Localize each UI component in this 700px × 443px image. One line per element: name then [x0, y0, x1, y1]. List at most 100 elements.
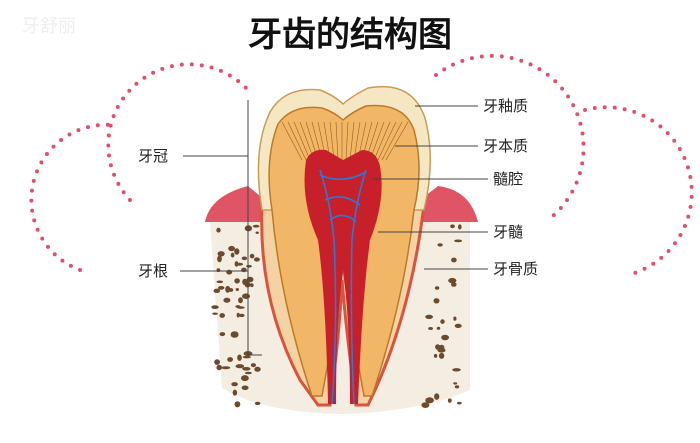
label-pulp: 牙髓: [493, 223, 523, 241]
bone-speckle: [441, 334, 449, 341]
bone-speckle: [217, 255, 222, 263]
bone-speckle: [244, 371, 252, 375]
bone-speckle: [433, 353, 438, 358]
dotted-rings-decoration: [29, 53, 694, 277]
bone-speckle: [242, 355, 251, 359]
bone-speckle: [237, 354, 242, 361]
bone-speckle: [218, 286, 225, 290]
bone-speckle: [238, 297, 243, 304]
bone-speckle: [454, 323, 462, 328]
bone-speckle: [447, 398, 452, 403]
bone-speckle: [250, 283, 254, 288]
bone-speckle: [425, 397, 434, 404]
dentin-tubule: [335, 121, 339, 161]
bone-speckle: [249, 253, 255, 259]
label-pulp-cavity: 髓腔: [493, 170, 523, 188]
gum-tissue: [205, 186, 478, 222]
dotted-ring-right-lower: [583, 105, 694, 277]
dentin-tubule: [385, 121, 409, 161]
bone-speckle: [241, 385, 249, 391]
bone-speckle: [234, 248, 240, 255]
bone-speckle: [451, 257, 457, 263]
nerve-right: [350, 169, 367, 405]
bone-speckle: [239, 313, 245, 318]
bone-speckle: [242, 367, 251, 371]
bone-speckle: [225, 285, 231, 293]
bone-speckle: [241, 375, 249, 382]
bone-speckle: [241, 267, 247, 273]
bone-speckle: [254, 401, 261, 406]
bone-speckle: [235, 262, 244, 266]
bone-speckle: [453, 316, 457, 321]
dentin-tubule: [381, 121, 403, 161]
bone-speckle: [440, 319, 445, 324]
bone-speckle: [255, 231, 259, 234]
diagram-title: 牙齿的结构图: [248, 15, 452, 55]
bone-speckle: [246, 264, 252, 268]
bone-speckle: [214, 359, 221, 365]
bone-speckle: [216, 268, 221, 273]
dotted-ring-left-upper: [106, 62, 250, 202]
dotted-ring-left-lower: [29, 122, 114, 272]
dentin-tubule: [287, 121, 307, 161]
bone-speckle: [434, 393, 440, 400]
gum-right: [420, 186, 478, 222]
dentin-tubule: [293, 121, 311, 161]
bone-speckle: [252, 224, 260, 228]
dentin-tubule: [353, 121, 361, 161]
label-root: 牙根: [138, 262, 168, 280]
bone-speckle: [242, 278, 248, 286]
bone-speckle: [438, 352, 445, 359]
bone-speckle: [250, 363, 256, 368]
bone-speckle: [236, 312, 240, 318]
bone-speckle: [448, 277, 457, 284]
bone-speckle: [242, 293, 250, 300]
bone-speckle: [425, 314, 433, 319]
bone-speckle: [421, 402, 430, 408]
tooth: [257, 85, 431, 407]
dentin-tubule: [329, 121, 335, 161]
bone-speckle: [232, 389, 238, 396]
dentin-tubule: [345, 121, 349, 161]
bone-speckle: [221, 366, 231, 370]
bone-speckle: [454, 385, 460, 389]
bone-speckle: [437, 243, 443, 247]
bone-speckle: [216, 227, 221, 233]
gum-left: [205, 186, 265, 222]
bone-speckle: [223, 297, 231, 303]
bone-speckle: [213, 288, 221, 293]
nerve-left: [319, 169, 337, 405]
nerves-and-vessels: [319, 169, 367, 405]
bone-speckle: [235, 364, 245, 369]
bone-speckle: [454, 239, 463, 243]
bone-speckle: [234, 278, 240, 284]
bone-speckle: [451, 282, 457, 287]
dentin-tubule: [377, 121, 397, 161]
label-cementum: 牙骨质: [493, 260, 538, 278]
bone-speckles: [211, 224, 463, 408]
dentin-tubule: [373, 121, 391, 161]
bone-speckle: [437, 348, 446, 353]
bone-speckle: [216, 280, 224, 284]
bone-speckle: [219, 332, 226, 337]
bone-speckle: [435, 344, 441, 350]
bone-speckle: [450, 224, 455, 229]
bone-speckle: [253, 257, 260, 262]
leader-lines: [180, 100, 488, 356]
bone-speckle: [216, 364, 222, 371]
bone-speckle: [428, 327, 433, 330]
bone-speckle: [232, 383, 236, 386]
bone-speckle: [227, 357, 234, 362]
bone-speckle: [217, 251, 225, 257]
bone-speckle: [235, 288, 239, 291]
bone-speckle: [230, 252, 235, 258]
bone-speckle: [241, 256, 248, 261]
bone-speckle: [212, 312, 218, 315]
nerve-branches: [319, 171, 367, 223]
bone-speckle: [458, 224, 462, 230]
label-crown: 牙冠: [138, 147, 168, 165]
bone-speckle: [457, 401, 462, 405]
label-enamel: 牙釉质: [483, 97, 528, 115]
bone-speckle: [434, 286, 440, 290]
bone-speckle: [436, 326, 441, 330]
